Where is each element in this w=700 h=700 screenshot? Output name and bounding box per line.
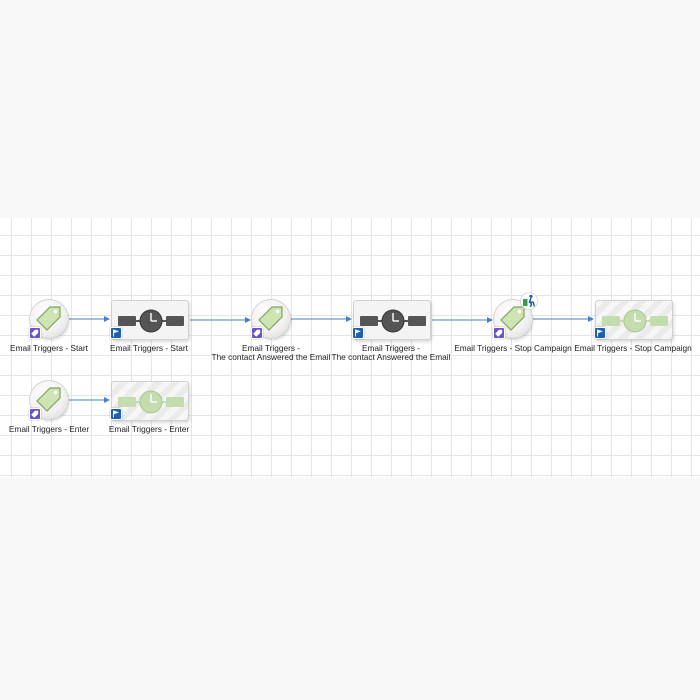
node-label-line: Email Triggers -	[241, 343, 301, 353]
node-label: Email Triggers - Start	[69, 344, 229, 353]
flag-icon	[110, 408, 122, 420]
tag-icon	[29, 408, 41, 420]
tag-graphic-icon	[258, 306, 283, 331]
node-label: Email Triggers - The contact Answered th…	[191, 344, 351, 362]
wait-shape	[111, 381, 189, 421]
node-label: Email Triggers - Enter	[0, 425, 129, 434]
node-label: Email Triggers - Stop Campaign	[553, 344, 700, 353]
node-label-line: Email Triggers - Enter	[8, 424, 90, 434]
clock-timeline-icon	[118, 390, 184, 414]
trigger-shape	[252, 300, 290, 338]
flag-icon	[110, 327, 122, 339]
clock-timeline-icon	[360, 309, 426, 333]
flag-icon	[352, 327, 364, 339]
clock-timeline-icon	[118, 309, 184, 333]
wait-shape	[353, 300, 431, 340]
tag-icon	[251, 327, 263, 339]
node-label: Email Triggers - Stop Campaign	[433, 344, 593, 353]
node-label-line: Email Triggers - Start	[10, 343, 88, 353]
flag-icon	[594, 327, 606, 339]
wait-shape	[595, 300, 673, 340]
workflow-canvas[interactable]	[0, 218, 700, 477]
node-label: Email Triggers - Enter	[69, 425, 229, 434]
clock-timeline-icon	[602, 309, 668, 333]
tag-graphic-icon	[36, 387, 61, 412]
exit-person-icon	[520, 292, 538, 310]
tag-icon	[29, 327, 41, 339]
node-label-line: Email Triggers - Stop Campaign	[574, 343, 692, 353]
node-label: Email Triggers - The contact Answered th…	[311, 344, 471, 362]
node-label-line: Email Triggers - Enter	[108, 424, 190, 434]
tag-icon	[493, 327, 505, 339]
node-label-line: Email Triggers - Stop Campaign	[454, 343, 572, 353]
node-label-line: Email Triggers - Start	[110, 343, 188, 353]
tag-graphic-icon	[36, 306, 61, 331]
node-label: Email Triggers - Start	[0, 344, 129, 353]
node-label-line: The contact Answered the Email	[331, 352, 451, 362]
node-label-line: Email Triggers -	[361, 343, 421, 353]
tag-graphic-icon	[500, 306, 525, 331]
node-label-line: The contact Answered the Email	[211, 352, 331, 362]
wait-shape	[111, 300, 189, 340]
